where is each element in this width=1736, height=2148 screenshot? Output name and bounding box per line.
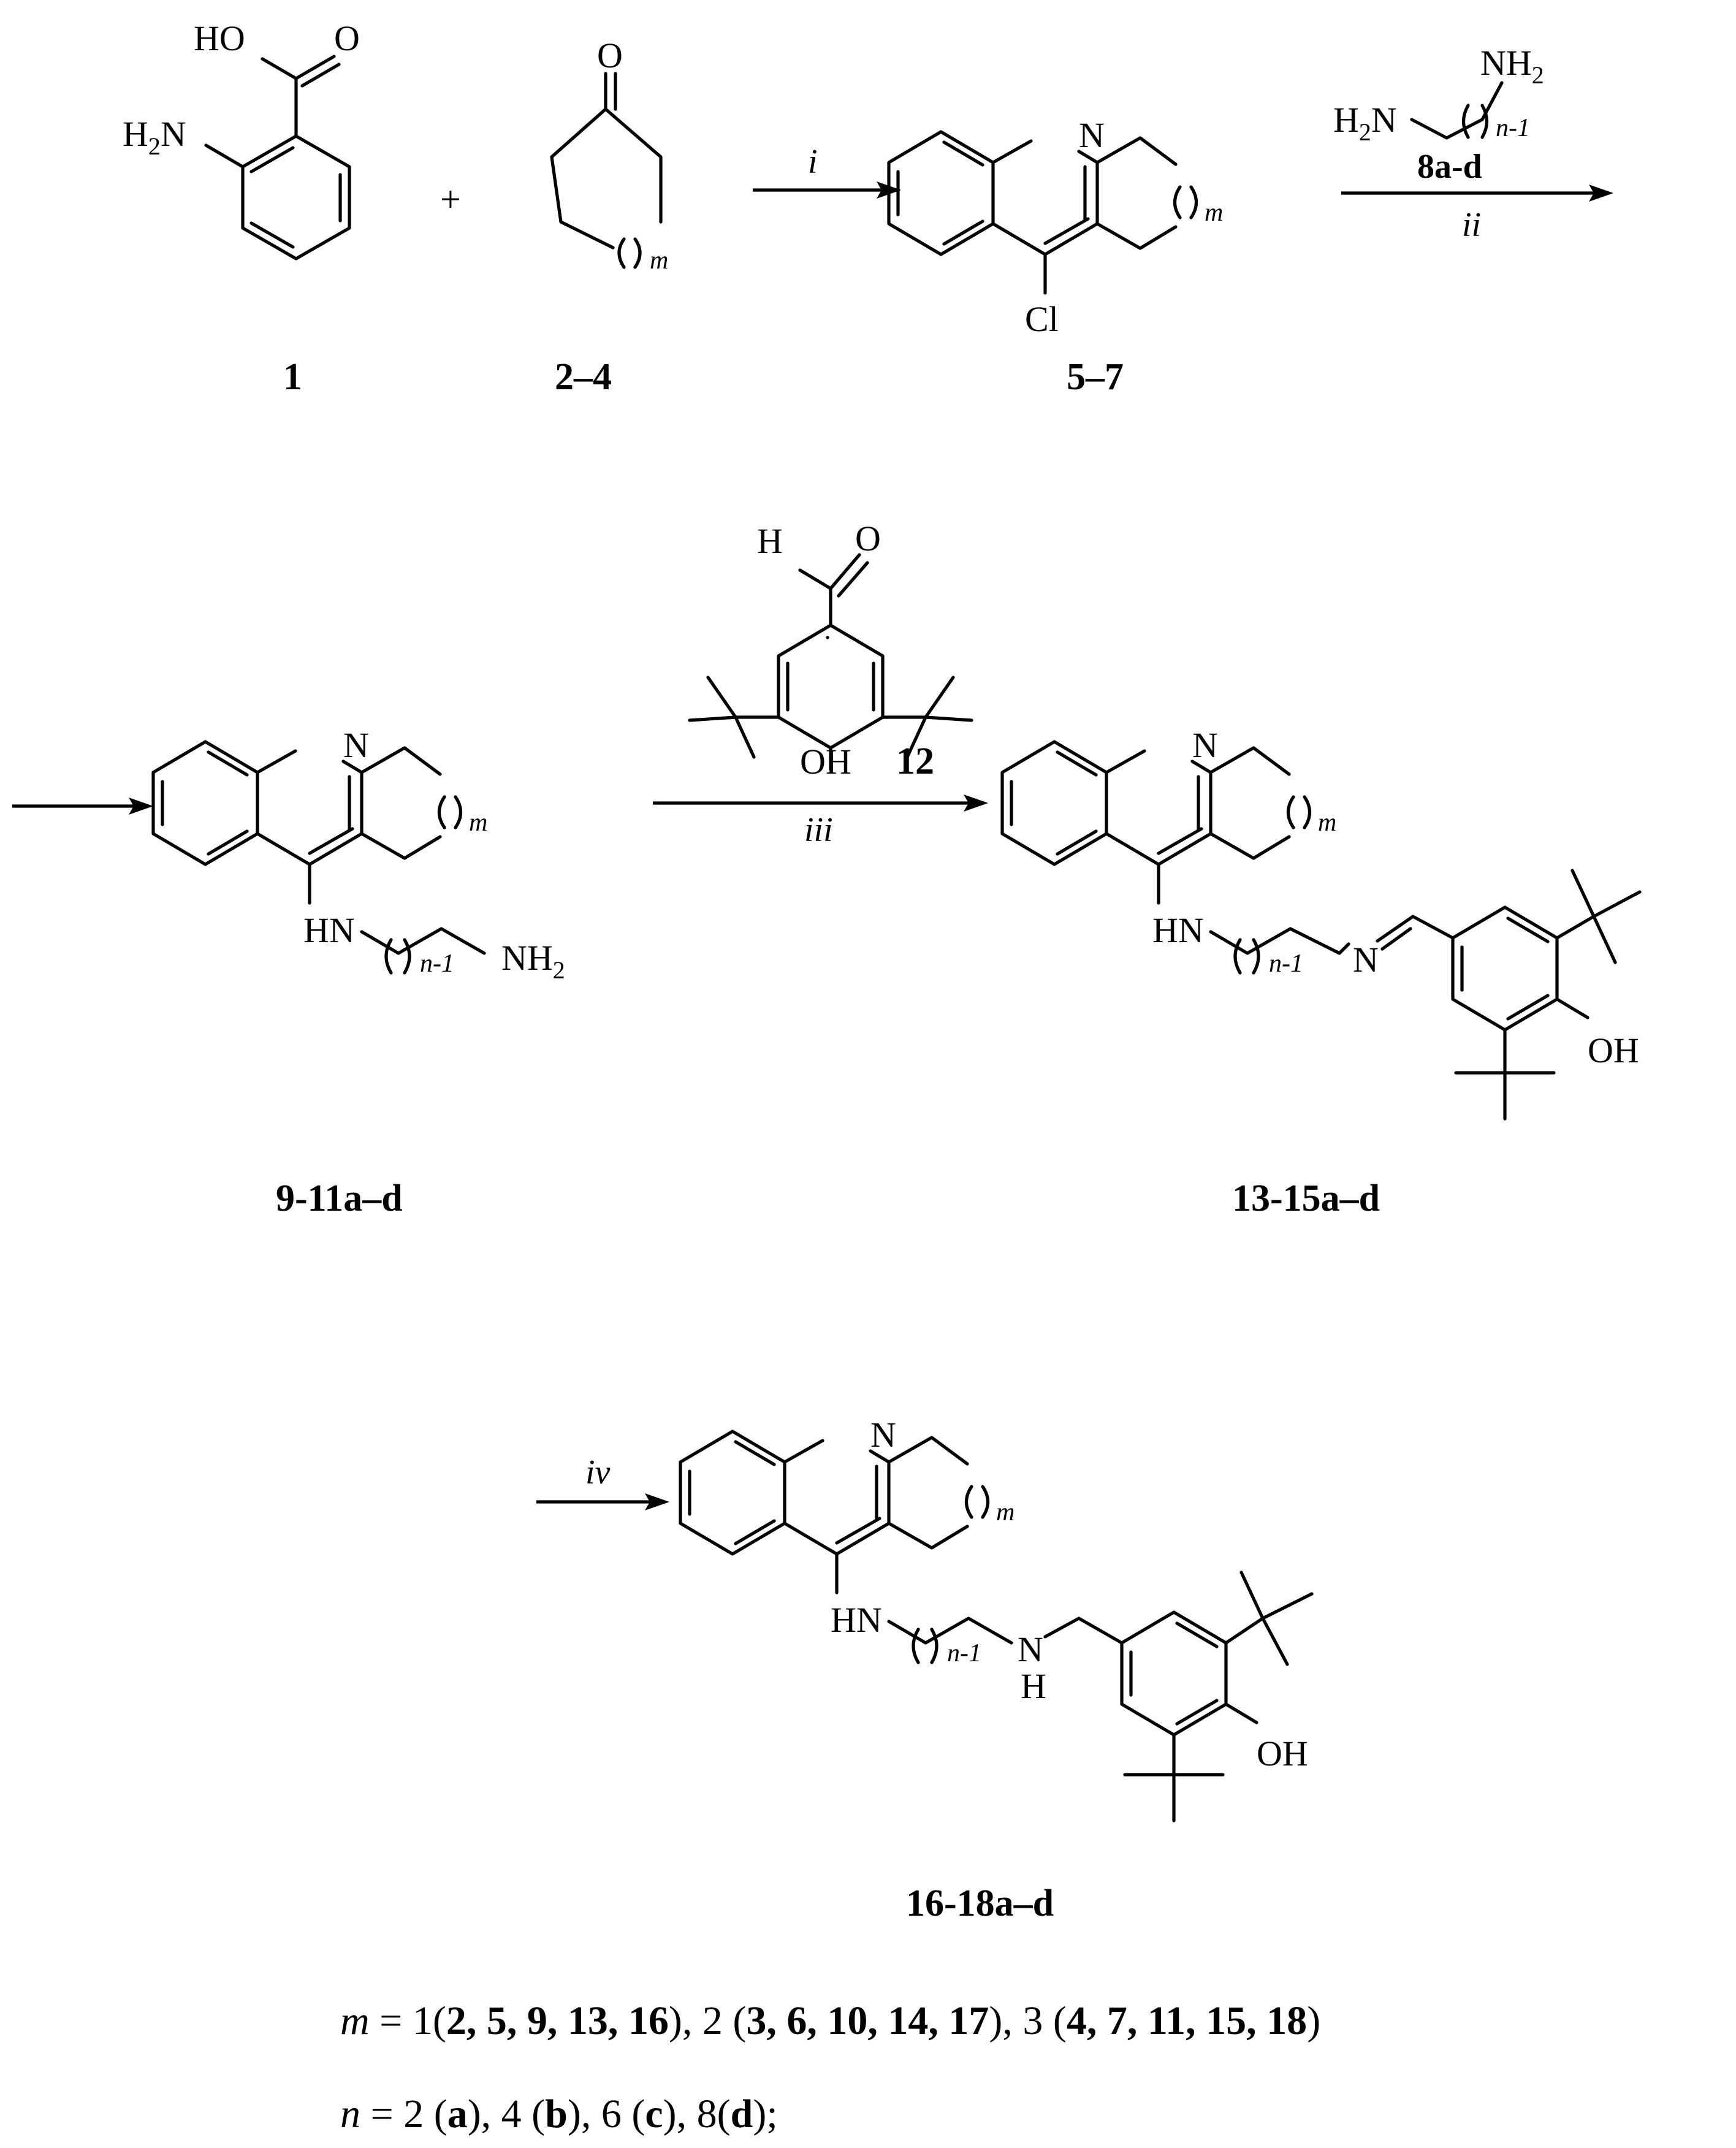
compound-5-7-structure: N m Cl	[889, 115, 1223, 339]
compound-16-18-id: 16-18a–d	[906, 1883, 1054, 1924]
aldehyde-h-label: H	[757, 521, 783, 561]
arrow-step-i: i	[753, 143, 901, 199]
compound-2-4-id: 2–4	[555, 356, 612, 398]
ring-size-m-label: m	[650, 246, 668, 275]
chain-n-1-label: n-1	[1269, 950, 1303, 978]
carbonyl-oxygen-label: O	[334, 18, 360, 58]
phenol-oh-label: OH	[800, 742, 851, 782]
phenol-oh-label: OH	[1257, 1734, 1308, 1773]
ketone-oxygen-label: O	[597, 36, 623, 75]
compound-1-id: 1	[283, 356, 302, 398]
secondary-amine-h-label: H	[1021, 1666, 1046, 1706]
reagent-iii-label: iii	[804, 811, 833, 849]
terminal-nh2-label: NH2	[501, 938, 565, 984]
amine-hn-label: HN	[303, 910, 355, 950]
compound-9-11-structure: N m HN n-1 NH2	[153, 725, 565, 984]
ring-size-m-label: m	[1205, 199, 1223, 227]
ring-size-m-label: m	[996, 1498, 1015, 1526]
reagent-ii-label: ii	[1462, 206, 1481, 244]
plus-sign: +	[440, 179, 461, 219]
chain-n-1-label: n-1	[1496, 114, 1530, 142]
compound-9-11-id: 9-11a–d	[276, 1178, 403, 1219]
amine-hn-label: HN	[1152, 910, 1204, 950]
ring-nitrogen-label: N	[343, 725, 369, 765]
amine-hn-label: HN	[831, 1600, 882, 1640]
arrow-step-ii: ii	[1341, 185, 1613, 244]
compound-2-4-structure: O m	[550, 36, 668, 275]
phenol-oh-label: OH	[1588, 1030, 1639, 1070]
chain-n-1-label: n-1	[420, 950, 454, 978]
n-definition: n = 2 (a), 4 (b), 6 (c), 8(d);	[340, 2092, 778, 2136]
arrow-continuation	[12, 798, 153, 815]
compound-13-15-structure: N m HN n-1 N OH	[1002, 725, 1642, 1121]
reagent-i-label: i	[808, 143, 818, 181]
aldehyde-o-label: O	[855, 519, 881, 558]
hydroxyl-label: HO	[194, 18, 245, 58]
m-definition: m = 1(2, 5, 9, 13, 16), 2 (3, 6, 10, 14,…	[340, 1998, 1320, 2043]
arrow-step-iii: iii	[653, 794, 988, 849]
compound-1-structure: HO O H2N	[123, 18, 360, 261]
chloro-label: Cl	[1025, 299, 1059, 339]
amino-label: H2N	[123, 114, 186, 160]
reagent-iv-label: iv	[585, 1453, 611, 1491]
ring-size-m-label: m	[1318, 809, 1336, 837]
compound-16-18-structure: N m HN n-1 N H OH	[680, 1415, 1314, 1822]
ring-nitrogen-label: N	[1192, 725, 1218, 765]
imine-n-label: N	[1353, 940, 1379, 980]
ring-size-m-label: m	[469, 809, 487, 837]
secondary-amine-n-label: N	[1018, 1629, 1043, 1669]
ring-nitrogen-label: N	[1079, 115, 1105, 155]
arrow-step-iv: iv	[536, 1453, 669, 1510]
diamine-h2n-label: H2N	[1333, 100, 1397, 146]
diamine-nh2-label: NH2	[1480, 43, 1544, 89]
diamine-8-structure: NH2 H2N n-1	[1333, 43, 1544, 146]
compound-5-7-id: 5–7	[1067, 356, 1124, 398]
compound-13-15-id: 13-15a–d	[1232, 1178, 1380, 1219]
compound-12-structure: H O OH 12	[688, 519, 973, 782]
compound-8-id: 8a-d	[1417, 148, 1482, 186]
compound-12-id: 12	[896, 741, 934, 782]
ring-nitrogen-label: N	[870, 1415, 896, 1455]
chain-n-1-label: n-1	[947, 1639, 981, 1667]
